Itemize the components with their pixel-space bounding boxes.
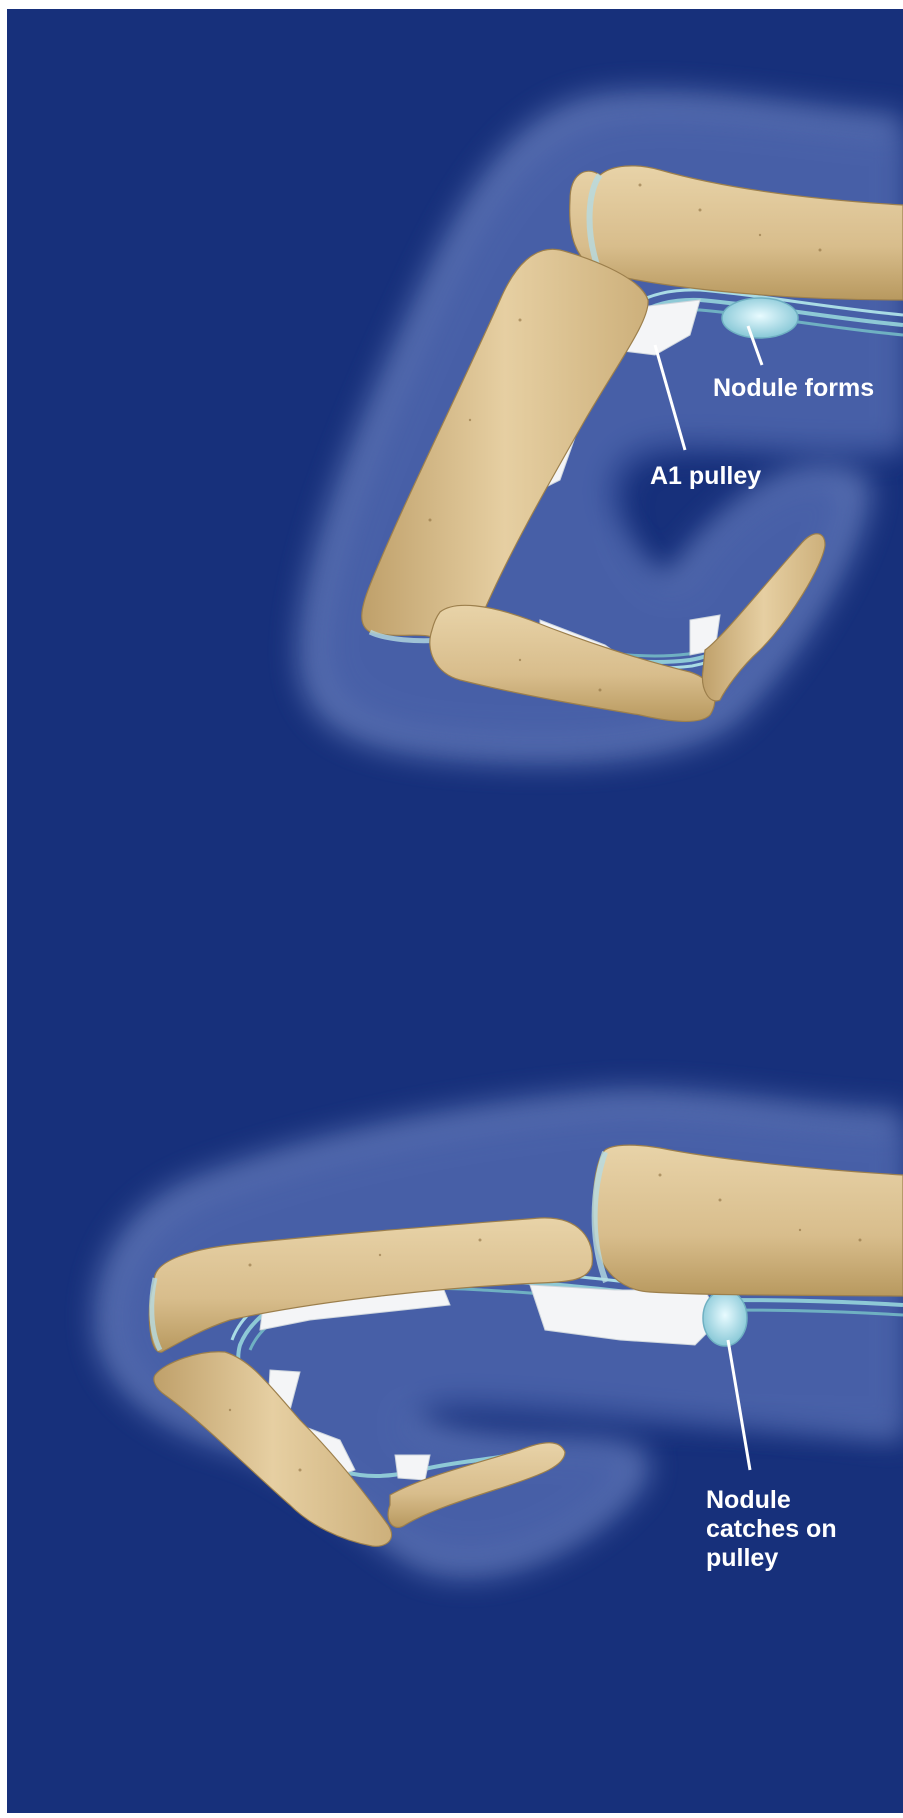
nodule-upper — [722, 298, 798, 338]
label-nodule-catches-on-pulley: Nodule catches on pulley — [706, 1486, 837, 1573]
label-line-2: catches on — [706, 1515, 837, 1544]
label-line-3: pulley — [706, 1544, 837, 1573]
label-line-1: Nodule — [706, 1486, 837, 1515]
label-a1-pulley: A1 pulley — [650, 462, 761, 491]
label-nodule-forms: Nodule forms — [713, 374, 874, 403]
nodule-lower — [703, 1290, 747, 1346]
